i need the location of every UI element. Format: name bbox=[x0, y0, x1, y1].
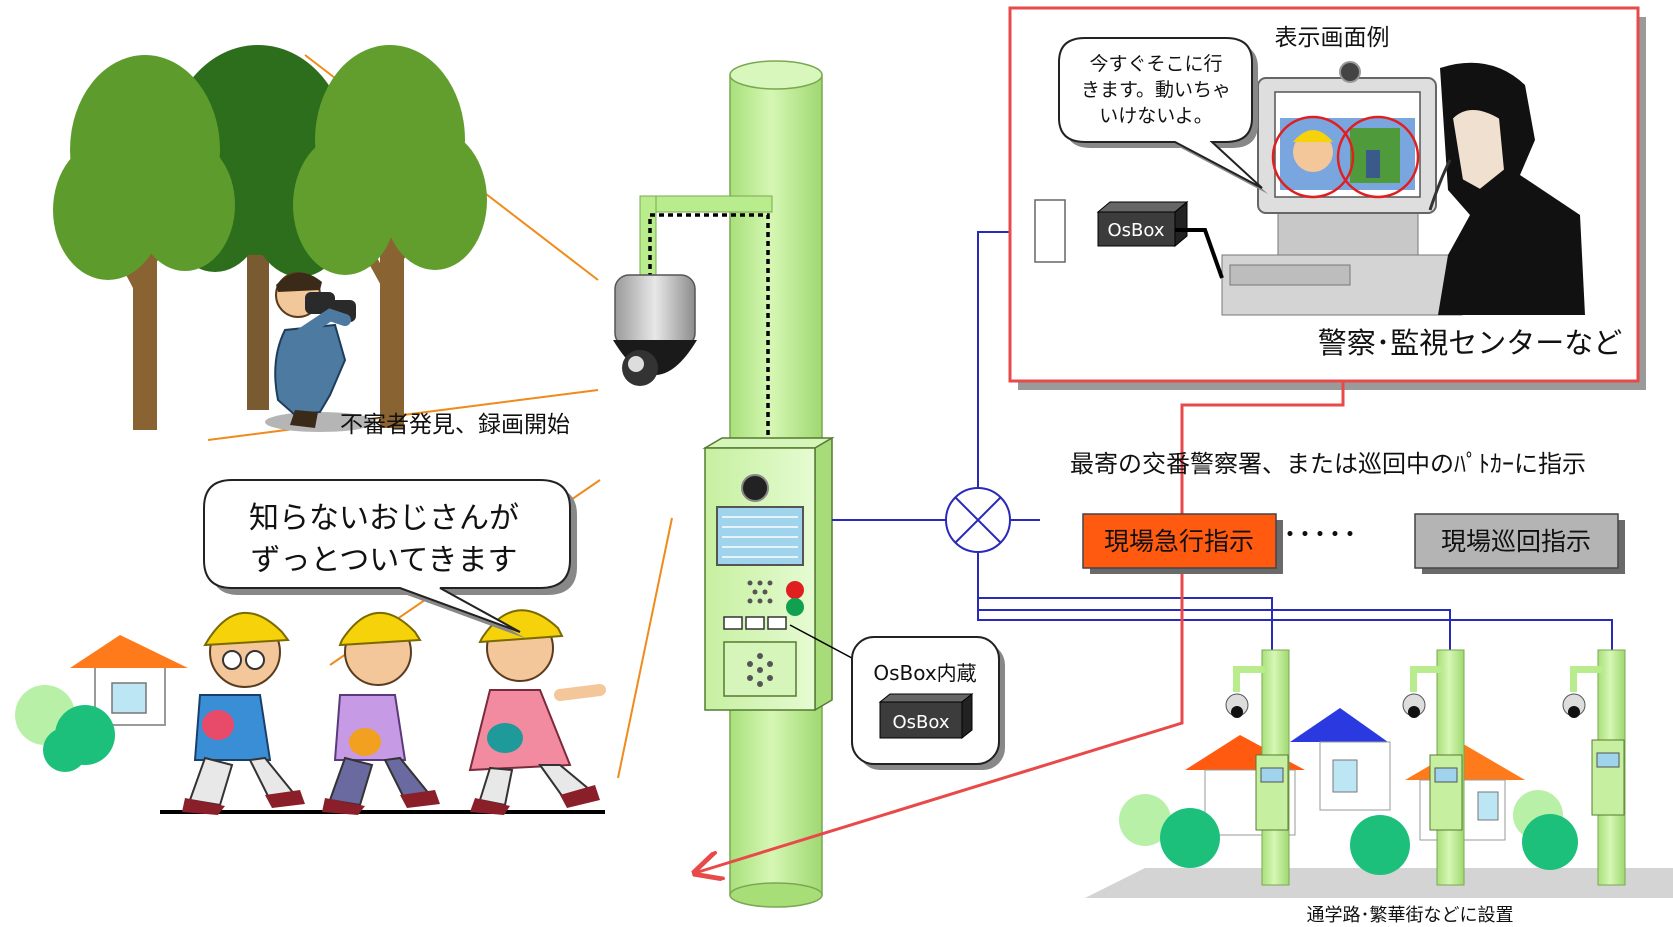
network-hub-icon bbox=[945, 487, 1011, 553]
forest bbox=[53, 45, 487, 430]
network-terminal bbox=[1034, 199, 1066, 263]
center-osbox-label: OsBox bbox=[1107, 220, 1164, 241]
osbox-callout bbox=[789, 624, 1005, 770]
instruction-dots: ･････ bbox=[1283, 518, 1358, 553]
officer-speech-line3: いけないよ。 bbox=[1099, 105, 1213, 127]
suspicious-found-text: 不審者発見、録画開始 bbox=[340, 412, 570, 438]
officer-speech-line2: きます。動いちゃ bbox=[1081, 79, 1231, 101]
screen-child-thumbnail bbox=[1293, 130, 1333, 172]
camera-arm bbox=[639, 195, 773, 460]
highlight-circle-left bbox=[1271, 115, 1355, 199]
child-2 bbox=[322, 611, 440, 815]
alert-arrow bbox=[695, 381, 1345, 873]
patrol-instruction-box bbox=[1414, 513, 1625, 574]
child-3 bbox=[468, 609, 606, 815]
box-camera-icon bbox=[741, 474, 769, 502]
nearest-instruction-text: 最寄の交番警察署、または巡回中のﾊﾟﾄｶｰに指示 bbox=[1070, 450, 1586, 478]
box-speaker-large bbox=[747, 653, 773, 687]
box-button-2[interactable] bbox=[745, 616, 765, 630]
child-1 bbox=[182, 611, 305, 815]
street-pole-1 bbox=[1225, 649, 1290, 886]
suspicious-person bbox=[265, 272, 375, 432]
officer-speech-bubble bbox=[1058, 37, 1268, 194]
officer-speech-line1: 今すぐそこに行 bbox=[1089, 53, 1222, 75]
network-lines bbox=[832, 231, 1613, 650]
street-house-2 bbox=[1290, 708, 1391, 811]
urgent-instruction-text: 現場急行指示 bbox=[1104, 527, 1254, 556]
center-osbox bbox=[1096, 200, 1224, 279]
osbox-built-in-text: OsBox内蔵 bbox=[873, 661, 976, 685]
box-speaker-small bbox=[747, 580, 773, 604]
red-lamp-icon bbox=[786, 581, 804, 599]
install-note-text: 通学路･繁華街などに設置 bbox=[1307, 905, 1514, 926]
green-lamp-icon bbox=[786, 598, 804, 616]
operator-person bbox=[1428, 62, 1585, 315]
dome-camera-icon bbox=[613, 274, 697, 386]
highlight-circle-right bbox=[1336, 115, 1420, 199]
child-speech-line1: 知らないおじさんが bbox=[249, 501, 519, 536]
patrol-instruction-text: 現場巡回指示 bbox=[1441, 527, 1591, 556]
tree-right bbox=[293, 45, 487, 428]
house-left bbox=[15, 635, 188, 772]
street-scene bbox=[1085, 649, 1673, 898]
computer-monitor-icon bbox=[1221, 61, 1463, 316]
tree-left bbox=[53, 55, 235, 430]
child-speech-bubble bbox=[203, 479, 577, 639]
urgent-instruction-box bbox=[1082, 513, 1283, 574]
street-pole-3 bbox=[1562, 649, 1626, 886]
children-group bbox=[182, 609, 606, 815]
osbox-small-label: OsBox bbox=[892, 712, 949, 733]
box-button-3[interactable] bbox=[767, 616, 787, 630]
display-example-text: 表示画面例 bbox=[1275, 25, 1390, 51]
box-button-1[interactable] bbox=[723, 616, 743, 630]
child-speech-line2: ずっとついてきます bbox=[251, 543, 518, 578]
street-pole-2 bbox=[1402, 649, 1465, 886]
osbox-small-box bbox=[878, 692, 974, 740]
street-house-3 bbox=[1405, 745, 1525, 841]
screen-suspect-thumbnail bbox=[1350, 128, 1400, 183]
emergency-call-box bbox=[702, 436, 835, 712]
police-center-text: 警察･監視センターなど bbox=[1318, 326, 1623, 360]
